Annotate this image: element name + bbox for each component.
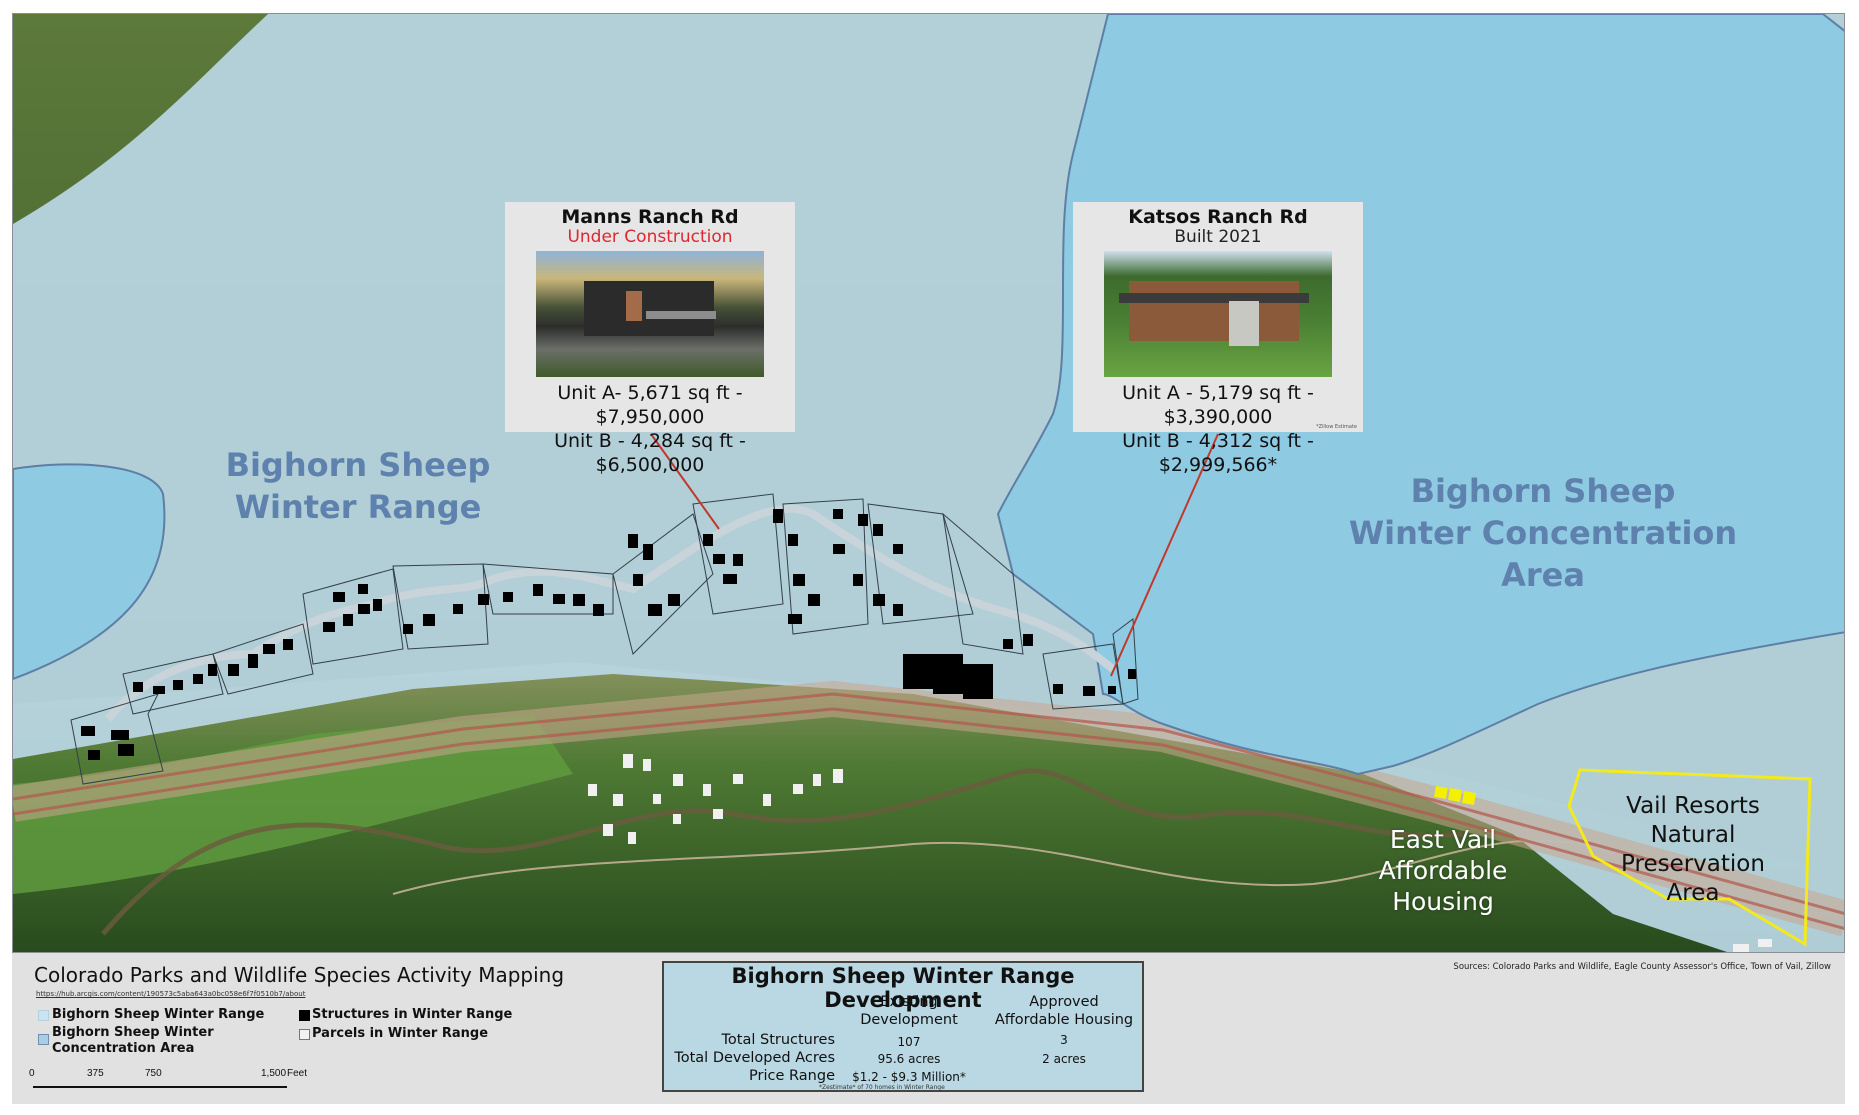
- label-line: Winter Concentration Area: [1348, 514, 1738, 594]
- legend-structures: Structures in Winter Range: [312, 1007, 513, 1022]
- legend-concentration-area: Bighorn Sheep Winter Concentration Area: [52, 1025, 214, 1057]
- approved-structures-value: 3: [1060, 1033, 1068, 1047]
- header-line: Existing: [880, 994, 938, 1010]
- highway-i70: [13, 680, 1844, 937]
- row-label-acres: Total Developed Acres: [674, 1050, 835, 1066]
- unit-a-price: Unit A - 5,179 sq ft - $3,390,000: [1122, 382, 1314, 428]
- legend-line: Concentration Area: [52, 1041, 195, 1056]
- label-line: Natural Preservation: [1621, 822, 1765, 877]
- katsos-leader-line: [1110, 433, 1219, 677]
- parcels: [70, 493, 1139, 785]
- legend-winter-range: Bighorn Sheep Winter Range: [52, 1007, 265, 1022]
- label-line: Affordable Housing: [1378, 856, 1508, 916]
- zestimate-footnote: *Zestimate* of 70 homes in Winter Range: [819, 1084, 945, 1091]
- unit-b-price: Unit B - 4,312 sq ft - $2,999,566*: [1122, 430, 1314, 476]
- label-line: Bighorn Sheep: [1410, 472, 1676, 510]
- trail: [392, 839, 1614, 895]
- header-line: Approved: [1029, 994, 1099, 1010]
- highway-lane-1: [13, 692, 1844, 916]
- header-line: Affordable Housing: [994, 1012, 1134, 1028]
- header-line: Development: [860, 1012, 958, 1028]
- outline-square-icon: [299, 1029, 310, 1040]
- label-line: Vail Resorts: [1626, 793, 1760, 819]
- affordable-housing-buildings: [1434, 786, 1476, 805]
- column-header-approved: Approved Affordable Housing: [984, 993, 1144, 1029]
- label-line: East Vail: [1389, 825, 1497, 854]
- approved-acres-value: 2 acres: [1042, 1052, 1086, 1066]
- modern-house-photo: [536, 251, 764, 377]
- vail-resorts-preservation-outline: [1567, 768, 1812, 947]
- golf-course: [13, 714, 573, 894]
- map-layers: [13, 14, 1844, 952]
- callout-title: Manns Ranch Rd: [561, 206, 739, 228]
- footer-title: Colorado Parks and Wildlife Species Acti…: [34, 963, 565, 987]
- concentration-area-left: [13, 463, 166, 681]
- development-stats-table: Bighorn Sheep Winter Range Development E…: [662, 961, 1144, 1092]
- label-line: Area: [1666, 880, 1720, 906]
- blue-square-icon: [38, 1034, 49, 1045]
- winter-range-label: Bighorn Sheep Winter Range: [208, 444, 508, 528]
- vail-resorts-preservation-label: Vail Resorts Natural Preservation Area: [1583, 792, 1803, 908]
- source-url-link[interactable]: https://hub.arcgis.com/content/190573c5a…: [36, 990, 306, 998]
- highway-lane-2: [13, 707, 1844, 931]
- unit-a-price: Unit A- 5,671 sq ft - $7,950,000: [557, 382, 743, 428]
- katsos-ranch-callout[interactable]: Katsos Ranch Rd Built 2021 Unit A - 5,17…: [1073, 202, 1363, 476]
- legend-line: Bighorn Sheep Winter: [52, 1025, 214, 1040]
- existing-price-value: $1.2 - $9.3 Million*: [852, 1070, 966, 1084]
- callout-status: Built 2021: [1174, 227, 1262, 247]
- scale-line: [33, 1086, 287, 1088]
- light-blue-square-icon: [38, 1010, 49, 1021]
- stats-title: Bighorn Sheep Winter Range Development: [731, 964, 1075, 1012]
- scale-tick: 1,500: [261, 1068, 287, 1079]
- sources-credit: Sources: Colorado Parks and Wildlife, Ea…: [1453, 962, 1831, 972]
- callout-status: Under Construction: [567, 227, 733, 247]
- manns-ranch-callout[interactable]: Manns Ranch Rd Under Construction Unit A…: [505, 202, 795, 476]
- scale-tick: 750: [145, 1068, 162, 1079]
- structures: [81, 509, 1136, 760]
- existing-acres-value: 95.6 acres: [877, 1052, 941, 1066]
- east-vail-affordable-housing-label: East Vail Affordable Housing: [1328, 824, 1558, 917]
- column-header-existing: Existing Development: [844, 993, 974, 1029]
- callout-title: Katsos Ranch Rd: [1128, 206, 1308, 228]
- unit-b-price: Unit B - 4,284 sq ft - $6,500,000: [554, 430, 746, 476]
- scale-unit: Feet: [287, 1068, 308, 1079]
- scale-tick: 375: [87, 1068, 104, 1079]
- scale-tick: 0: [29, 1068, 35, 1079]
- black-square-icon: [299, 1010, 310, 1021]
- manns-leader-line: [650, 433, 720, 530]
- map-footer: Colorado Parks and Wildlife Species Acti…: [12, 953, 1845, 1104]
- house-rendering-photo: [1104, 251, 1332, 377]
- label-line: Bighorn Sheep: [225, 446, 491, 484]
- existing-structures-value: 107: [897, 1035, 921, 1049]
- row-label-structures: Total Structures: [721, 1032, 835, 1048]
- valley-buildings: [588, 754, 1772, 952]
- row-label-price: Price Range: [749, 1068, 835, 1084]
- concentration-area-label: Bighorn Sheep Winter Concentration Area: [1303, 470, 1783, 596]
- zillow-estimate-note: *Zillow Estimate: [1316, 424, 1357, 430]
- legend-parcels: Parcels in Winter Range: [312, 1026, 489, 1041]
- creek: [101, 768, 1464, 936]
- label-line: Winter Range: [234, 488, 482, 526]
- map-canvas[interactable]: Manns Ranch Rd Under Construction Unit A…: [12, 13, 1845, 953]
